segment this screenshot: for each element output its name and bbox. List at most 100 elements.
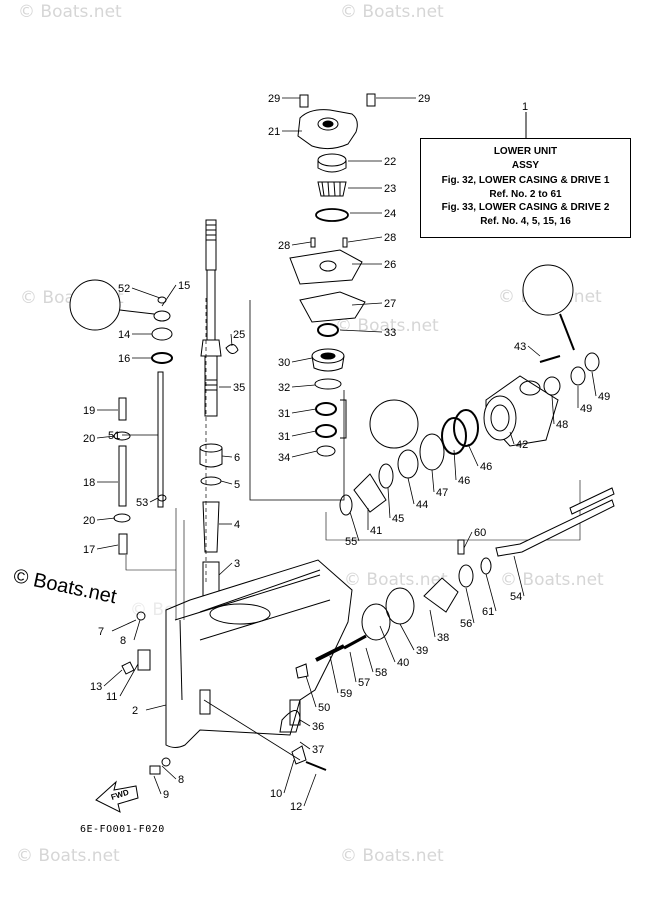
oil-seal (315, 402, 337, 416)
bolt (118, 397, 127, 421)
leader-line (465, 587, 475, 624)
pin (457, 539, 465, 555)
pinion-gear (279, 710, 301, 733)
part-label: 34 (278, 452, 290, 464)
leader-line (513, 555, 525, 597)
leader-line (365, 647, 374, 673)
plunger (315, 644, 345, 662)
forward-gear (423, 577, 459, 613)
shift-slider (458, 564, 474, 588)
shim (361, 603, 391, 641)
part-label: 13 (90, 681, 102, 693)
leader-line (149, 497, 159, 503)
nut (121, 661, 135, 675)
pump-housing (297, 93, 376, 150)
bolt (539, 355, 561, 363)
washer (316, 445, 336, 457)
part-label: 41 (370, 525, 382, 537)
dowel-pin (342, 237, 348, 248)
bearing (199, 443, 223, 468)
dowel-pin (310, 237, 316, 248)
leader-line (291, 241, 312, 246)
bracket (340, 399, 347, 439)
leader-line (429, 609, 436, 638)
leader-line (399, 623, 415, 651)
propeller-shaft (495, 499, 615, 557)
grommet (113, 513, 131, 523)
part-label: 8 (178, 774, 184, 786)
o-ring (419, 433, 445, 471)
leader-line (463, 531, 473, 549)
part-label: 31 (278, 408, 290, 420)
part-label: 11 (106, 691, 117, 703)
part-label: 60 (474, 527, 486, 539)
impeller (317, 181, 347, 197)
watermark: © Boats.net (340, 846, 444, 866)
leader-line (431, 469, 435, 493)
woodruff-key (225, 344, 239, 354)
leader-line (299, 741, 311, 750)
info-subtitle: ASSY (511, 159, 540, 171)
leader-line (291, 450, 318, 458)
part-label: 49 (598, 391, 610, 403)
pipe (118, 445, 127, 507)
leader-line (387, 487, 391, 519)
leader-line (145, 704, 167, 711)
part-label: 30 (278, 357, 290, 369)
spring (343, 634, 367, 650)
part-label: 21 (268, 126, 280, 138)
leader-line (161, 765, 177, 780)
leader-line (133, 619, 141, 641)
shim (339, 494, 353, 516)
plunger-nut (295, 663, 309, 679)
part-label: 25 (233, 329, 245, 341)
part-label: 58 (375, 667, 387, 679)
leader-line (349, 651, 357, 683)
oil-seal (151, 352, 173, 364)
part-label: 55 (345, 536, 357, 548)
part-label: 49 (580, 403, 592, 415)
leader-line (96, 435, 116, 439)
part-label: 27 (384, 298, 396, 310)
plug (136, 611, 146, 621)
bushing (151, 327, 173, 341)
leader-line (485, 573, 497, 612)
part-label: 44 (416, 499, 428, 511)
impeller-insert (317, 153, 347, 173)
leader-line (303, 773, 317, 807)
o-ring (314, 378, 342, 390)
info-line-4: Ref. No. 4, 5, 15, 16 (480, 215, 571, 227)
info-line-1: Fig. 32, LOWER CASING & DRIVE 1 (441, 175, 610, 186)
part-label: 10 (270, 788, 282, 800)
leader-line (221, 455, 233, 458)
part-label: 8 (120, 635, 126, 647)
part-label: 24 (384, 208, 396, 220)
part-label: 52 (118, 283, 130, 295)
leader-line (230, 333, 233, 347)
part-label: 28 (278, 240, 290, 252)
label-1: 1 (522, 101, 528, 113)
part-label: 57 (358, 677, 370, 689)
leader-line (291, 408, 317, 414)
part-label: 2 (132, 705, 138, 717)
part-label: 6 (234, 452, 240, 464)
leader-line (509, 431, 515, 445)
leader-line (305, 675, 317, 708)
part-label: 28 (384, 232, 396, 244)
propeller-shaft-spline (569, 487, 615, 515)
watermark: © Boats.net (18, 2, 122, 22)
part-label: 61 (482, 606, 494, 618)
oil-seal (317, 323, 339, 337)
drive-shaft (200, 219, 222, 417)
leader-line (591, 371, 597, 397)
anode (137, 649, 151, 671)
detail-circle (69, 279, 121, 331)
leader-line (559, 313, 575, 351)
part-label: 12 (290, 801, 302, 813)
part-label: 43 (514, 341, 526, 353)
part-label: 20 (83, 433, 95, 445)
leader-line (96, 544, 119, 550)
bolt (305, 761, 327, 771)
part-label: 35 (233, 382, 245, 394)
bearing-housing (483, 375, 559, 447)
